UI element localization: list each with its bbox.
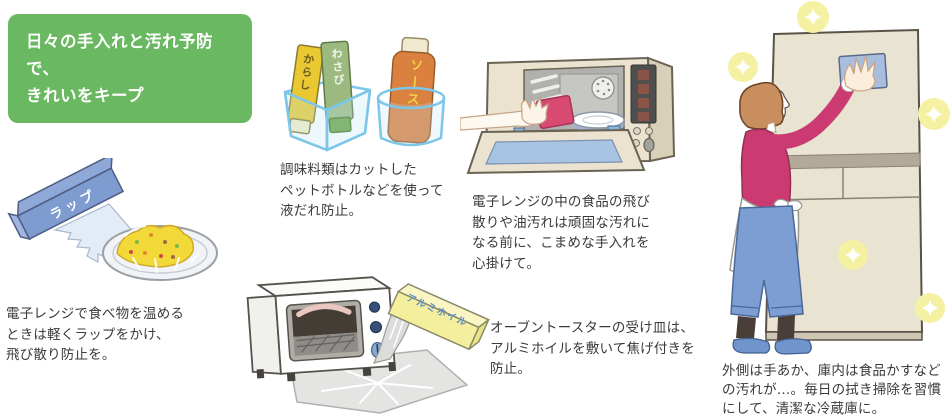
fan-vent	[591, 76, 615, 100]
wrap-box	[7, 158, 125, 241]
wrap-caption: 電子レンジで食べ物を温める ときは軽くラップをかけ、 飛び散り防止を。	[6, 304, 184, 366]
slippers	[732, 337, 812, 355]
control-panel	[630, 64, 657, 153]
toaster-window-glass	[291, 305, 358, 337]
caption-line: ときは軽くラップをかけ、	[6, 326, 170, 343]
socks	[736, 315, 795, 340]
condiments-illustration: からし わさび ソース	[275, 30, 450, 157]
hand	[844, 55, 876, 92]
arm	[756, 76, 857, 150]
hand	[520, 96, 549, 125]
dial-knob	[643, 137, 655, 153]
toaster-knob	[368, 301, 381, 313]
person-cleaning	[729, 55, 876, 355]
toaster-handle	[296, 303, 352, 318]
sauce-bottle	[387, 36, 436, 144]
condiments-caption: 調味料類はカットした ペットボトルなどを使って 液だれ防止。	[280, 160, 444, 222]
caption-line: 散りや油汚れは頑固な汚れに	[472, 214, 651, 231]
microwave-caption: 電子レンジの中の食品の飛び 散りや油汚れは頑固な汚れに なる前に、こまめな手入れ…	[472, 192, 650, 274]
fridge-band	[769, 152, 921, 170]
caption-line: 外側は手あか、庫内は食品かすなど	[722, 363, 941, 379]
caption-line: 心掛けて。	[472, 255, 541, 272]
hair	[739, 81, 784, 130]
header-line-1: 日々の手入れと汚れ予防で、	[26, 32, 213, 78]
wrapped-plate	[102, 224, 218, 281]
pet-cup-round	[376, 86, 446, 147]
microwave-illustration	[460, 50, 700, 190]
header-box: 日々の手入れと汚れ予防で、 きれいをキープ	[8, 14, 252, 123]
caption-line: の汚れが…。毎日の拭き掃除を習慣	[722, 382, 942, 398]
caption-line: 調味料類はカットした	[280, 162, 417, 178]
sparkles	[728, 1, 950, 323]
toaster-illustration: アルミホイル	[240, 255, 490, 420]
header-line-2: きれいをキープ	[26, 86, 145, 105]
caption-line: にして、清潔な冷蔵庫に。	[722, 401, 886, 417]
fridge-illustration	[700, 0, 950, 358]
caption-line: オーブントースターの受け皿は、	[490, 320, 695, 336]
caption-line: なる前に、こまめな手入れを	[472, 235, 650, 251]
pants	[730, 205, 804, 318]
door-glass	[485, 139, 623, 165]
caption-line: 電子レンジで食べ物を温める	[6, 306, 185, 322]
toaster-knob	[369, 320, 383, 334]
foil-box	[387, 283, 490, 351]
toaster-caption: オーブントースターの受け皿は、 アルミホイルを敷いて焦げ付きを 防止。	[490, 318, 695, 380]
wrap-illustration: ラップ	[5, 158, 220, 298]
plate-rim	[582, 115, 614, 125]
toaster-body	[246, 276, 397, 382]
fridge-caption: 外側は手あか、庫内は食品かすなど の汚れが…。毎日の拭き掃除を習慣 にして、清潔…	[722, 362, 941, 419]
caption-line: アルミホイルを敷いて焦げ付きを	[490, 340, 695, 357]
caption-line: 液だれ防止。	[280, 203, 363, 219]
caption-line: 電子レンジの中の食品の飛び	[472, 194, 651, 210]
caption-line: ペットボトルなどを使って	[280, 182, 444, 199]
pet-cup-square	[283, 88, 372, 152]
caption-line: 飛び散り防止を。	[6, 347, 116, 363]
caption-line: 防止。	[490, 361, 532, 377]
